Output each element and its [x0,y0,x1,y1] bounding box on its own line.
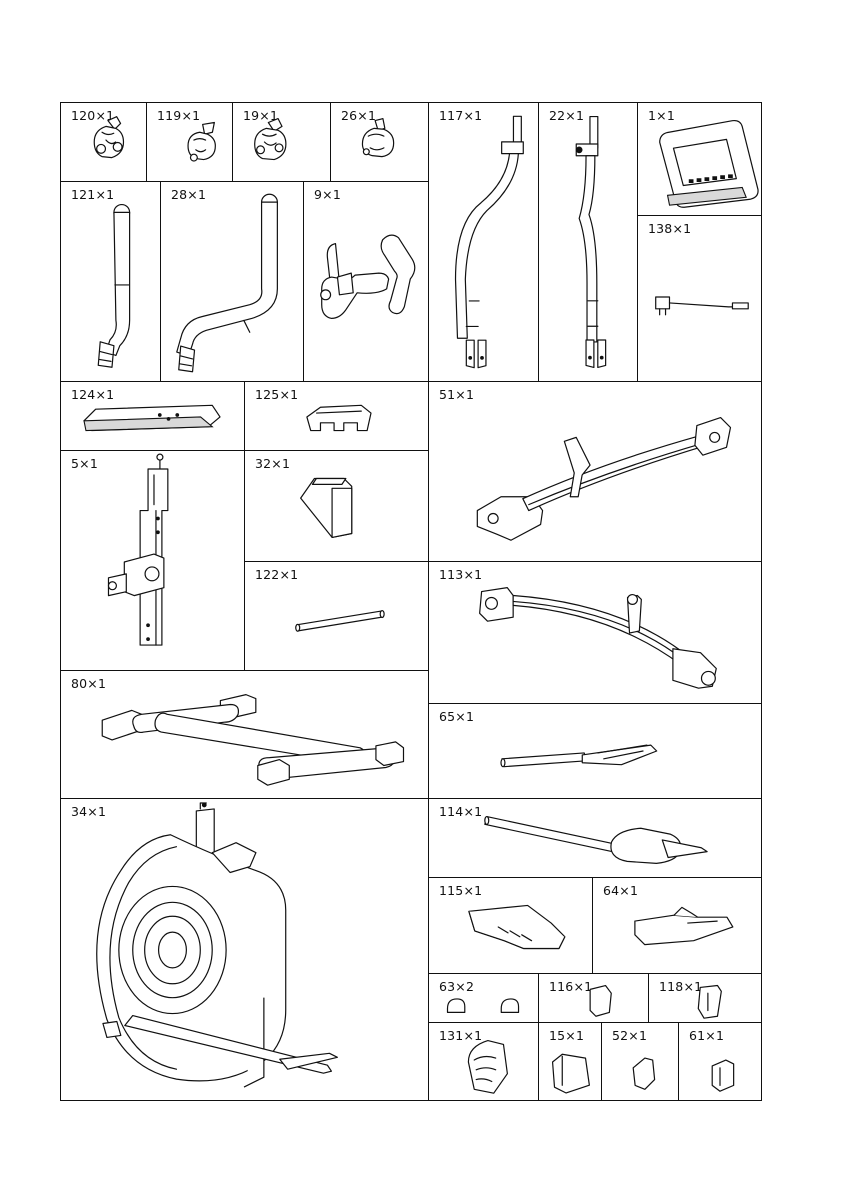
part-cell-124: 124×1 [60,381,245,451]
right-handlebar-arm-icon [539,103,637,381]
bracket-cap-icon [147,103,232,181]
part-cell-122: 122×1 [244,561,429,671]
upright-post-icon [61,451,244,670]
part-cell-63: 63×2 [428,973,539,1023]
cover-icon [539,974,648,1022]
part-cell-125: 125×1 [244,381,429,451]
power-adapter-icon [638,216,761,381]
end-cap-icon [429,974,538,1022]
pedal-rail-icon [429,704,761,798]
part-cell-113: 113×1 [428,561,762,704]
cap-icon [245,451,428,561]
part-cell-121: 121×1 [60,181,161,382]
clip-icon [245,382,428,450]
pedal-rail-icon [429,799,761,877]
cover-icon [679,1023,761,1100]
cover-icon [602,1023,678,1100]
part-cell-1: 1×1 [637,102,762,216]
handlebar-icon [304,182,428,381]
cover-icon [539,1023,601,1100]
foot-cap-icon [61,103,146,181]
part-cell-119: 119×1 [146,102,233,182]
cover-icon [649,974,761,1022]
part-cell-131: 131×1 [428,1022,539,1101]
bracket-cap-icon [331,103,428,181]
part-cell-52: 52×1 [601,1022,679,1101]
handle-tube-icon [161,182,303,381]
part-cell-32: 32×1 [244,450,429,562]
part-cell-120: 120×1 [60,102,147,182]
handle-tube-icon [61,182,160,381]
part-cell-22: 22×1 [538,102,638,382]
part-cell-116: 116×1 [538,973,649,1023]
cover-icon [429,1023,538,1100]
base-frame-icon [61,671,428,798]
part-cell-34: 34×1 [60,798,429,1101]
pedal-icon [593,878,761,973]
part-cell-65: 65×1 [428,703,762,799]
part-cell-51: 51×1 [428,381,762,562]
part-cell-28: 28×1 [160,181,304,382]
part-cell-117: 117×1 [428,102,539,382]
front-stabilizer-icon [61,382,244,450]
pedal-icon [429,878,592,973]
part-cell-80: 80×1 [60,670,429,799]
part-cell-15: 15×1 [538,1022,602,1101]
left-handlebar-arm-icon [429,103,538,381]
part-cell-26: 26×1 [330,102,429,182]
part-cell-9: 9×1 [303,181,429,382]
part-cell-118: 118×1 [648,973,762,1023]
part-cell-19: 19×1 [232,102,331,182]
pedal-arm-icon [429,382,761,561]
part-cell-138: 138×1 [637,215,762,382]
part-cell-64: 64×1 [592,877,762,974]
main-frame-icon [61,799,428,1100]
part-cell-114: 114×1 [428,798,762,878]
bracket-cap-icon [233,103,330,181]
part-cell-115: 115×1 [428,877,593,974]
pedal-arm-icon [429,562,761,703]
part-cell-61: 61×1 [678,1022,762,1101]
part-cell-5: 5×1 [60,450,245,671]
axle-icon [245,562,428,670]
console-icon [638,103,761,215]
